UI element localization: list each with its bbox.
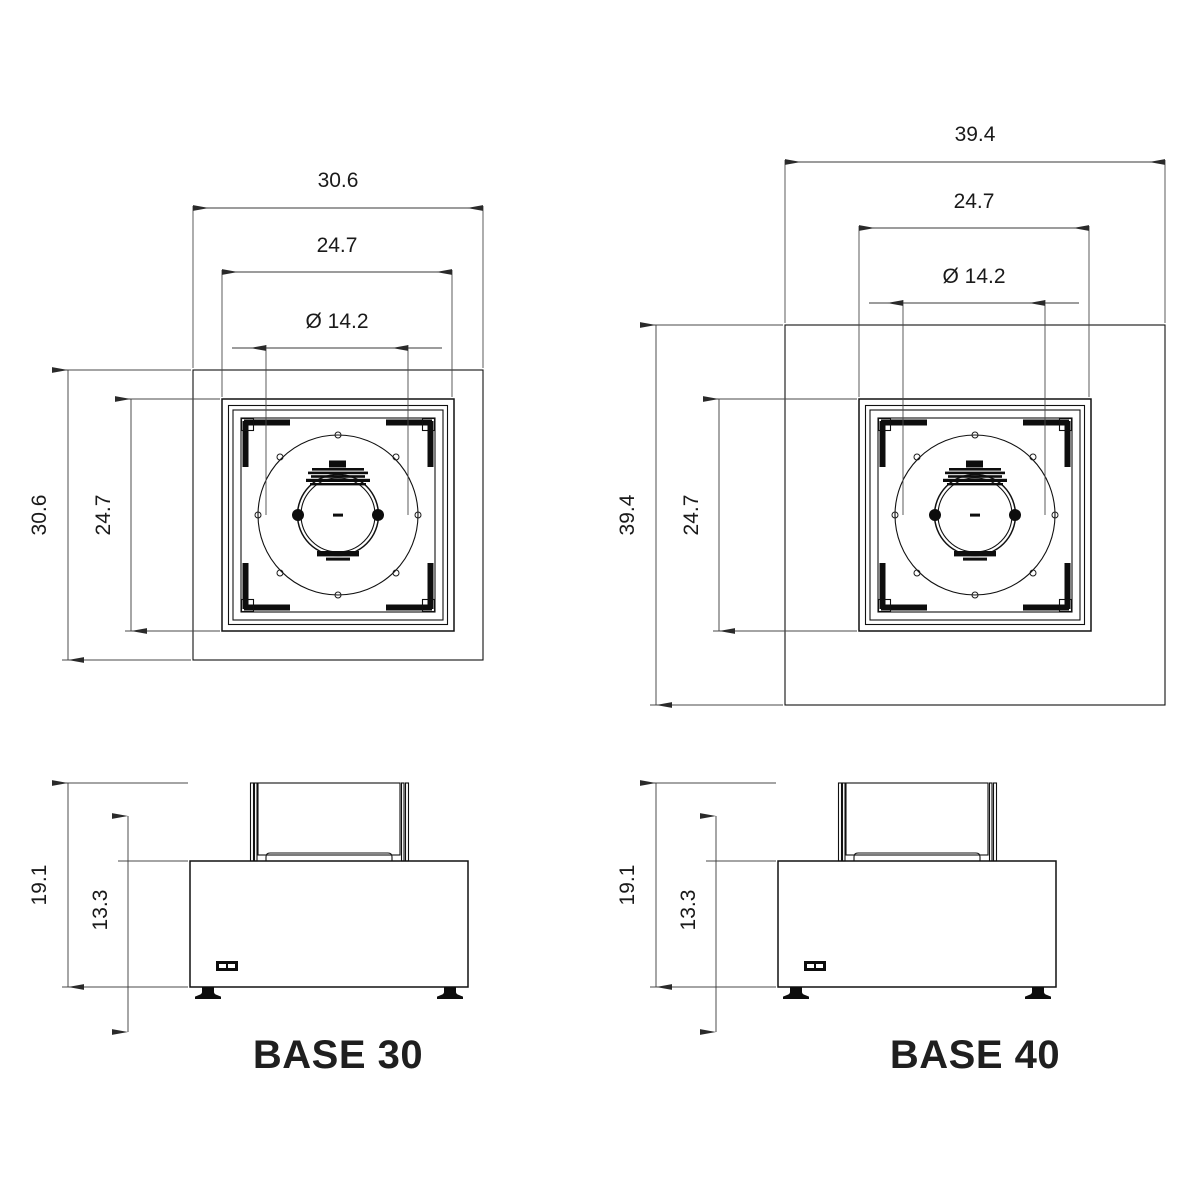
dim-label-inner-width-40: 24.7 <box>954 190 995 213</box>
side-extension-lines-40 <box>650 782 776 988</box>
dim-overall-depth-30: 30.6 <box>28 367 84 663</box>
dim-label-burner-diameter-40: Ø 14.2 <box>942 265 1005 288</box>
burner-assembly-top <box>221 398 455 632</box>
dim-base-height-30: 13.3 <box>89 813 129 1035</box>
dim-burner-diameter-40: Ø 14.2 <box>869 265 1079 306</box>
dim-label-overall-height-40: 19.1 <box>616 865 639 906</box>
dim-label-inner-depth: 24.7 <box>92 495 115 536</box>
dim-overall-width-40: 39.4 <box>785 123 1165 165</box>
extension-lines-40 <box>650 160 1166 706</box>
dim-inner-width-40: 24.7 <box>859 190 1089 231</box>
dim-overall-height-40: 19.1 <box>616 780 672 990</box>
dim-label-overall-depth: 30.6 <box>28 495 51 536</box>
base-40-side-view: 19.1 13.3 <box>616 780 1057 1035</box>
side-elevation-body <box>189 782 469 1000</box>
dim-base-height-40: 13.3 <box>677 813 717 1035</box>
dim-label-inner-depth-40: 24.7 <box>680 495 703 536</box>
outer-plate-outline-40 <box>784 324 1166 706</box>
dim-label-overall-height: 19.1 <box>28 865 51 906</box>
side-extension-lines <box>62 782 188 988</box>
outer-plate-outline <box>192 369 484 661</box>
dim-overall-width-30: 30.6 <box>193 169 483 211</box>
dim-inner-depth-30: 24.7 <box>92 396 147 634</box>
dim-label-base-height: 13.3 <box>89 890 112 931</box>
dim-burner-diameter-30: Ø 14.2 <box>232 310 442 351</box>
base-40-top-view: 39.4 24.7 Ø 14.2 39.4 24.7 <box>616 123 1166 708</box>
side-elevation-body-40 <box>777 782 1057 1000</box>
dim-label-overall-width-40: 39.4 <box>955 123 996 146</box>
base-40-title: BASE 40 <box>890 1033 1060 1077</box>
extension-lines <box>62 206 484 661</box>
dim-label-overall-width: 30.6 <box>318 169 359 192</box>
dim-overall-depth-40: 39.4 <box>616 322 672 708</box>
base-30-side-view: 19.1 13.3 <box>28 780 469 1035</box>
dim-label-burner-diameter: Ø 14.2 <box>305 310 368 333</box>
base-30-view: 30.6 24.7 Ø 14.2 30.6 24.7 <box>28 169 484 1077</box>
dim-label-overall-depth-40: 39.4 <box>616 494 639 535</box>
dim-overall-height-30: 19.1 <box>28 780 84 990</box>
dim-label-inner-width: 24.7 <box>317 234 358 257</box>
dim-inner-depth-40: 24.7 <box>680 396 735 634</box>
dim-inner-width-30: 24.7 <box>222 234 452 275</box>
base-40-view: 39.4 24.7 Ø 14.2 39.4 24.7 <box>616 123 1166 1077</box>
dim-label-base-height-40: 13.3 <box>677 890 700 931</box>
burner-assembly-top-40 <box>858 398 1092 632</box>
base-30-title: BASE 30 <box>253 1033 423 1077</box>
base-30-top-view: 30.6 24.7 Ø 14.2 30.6 24.7 <box>28 169 484 663</box>
